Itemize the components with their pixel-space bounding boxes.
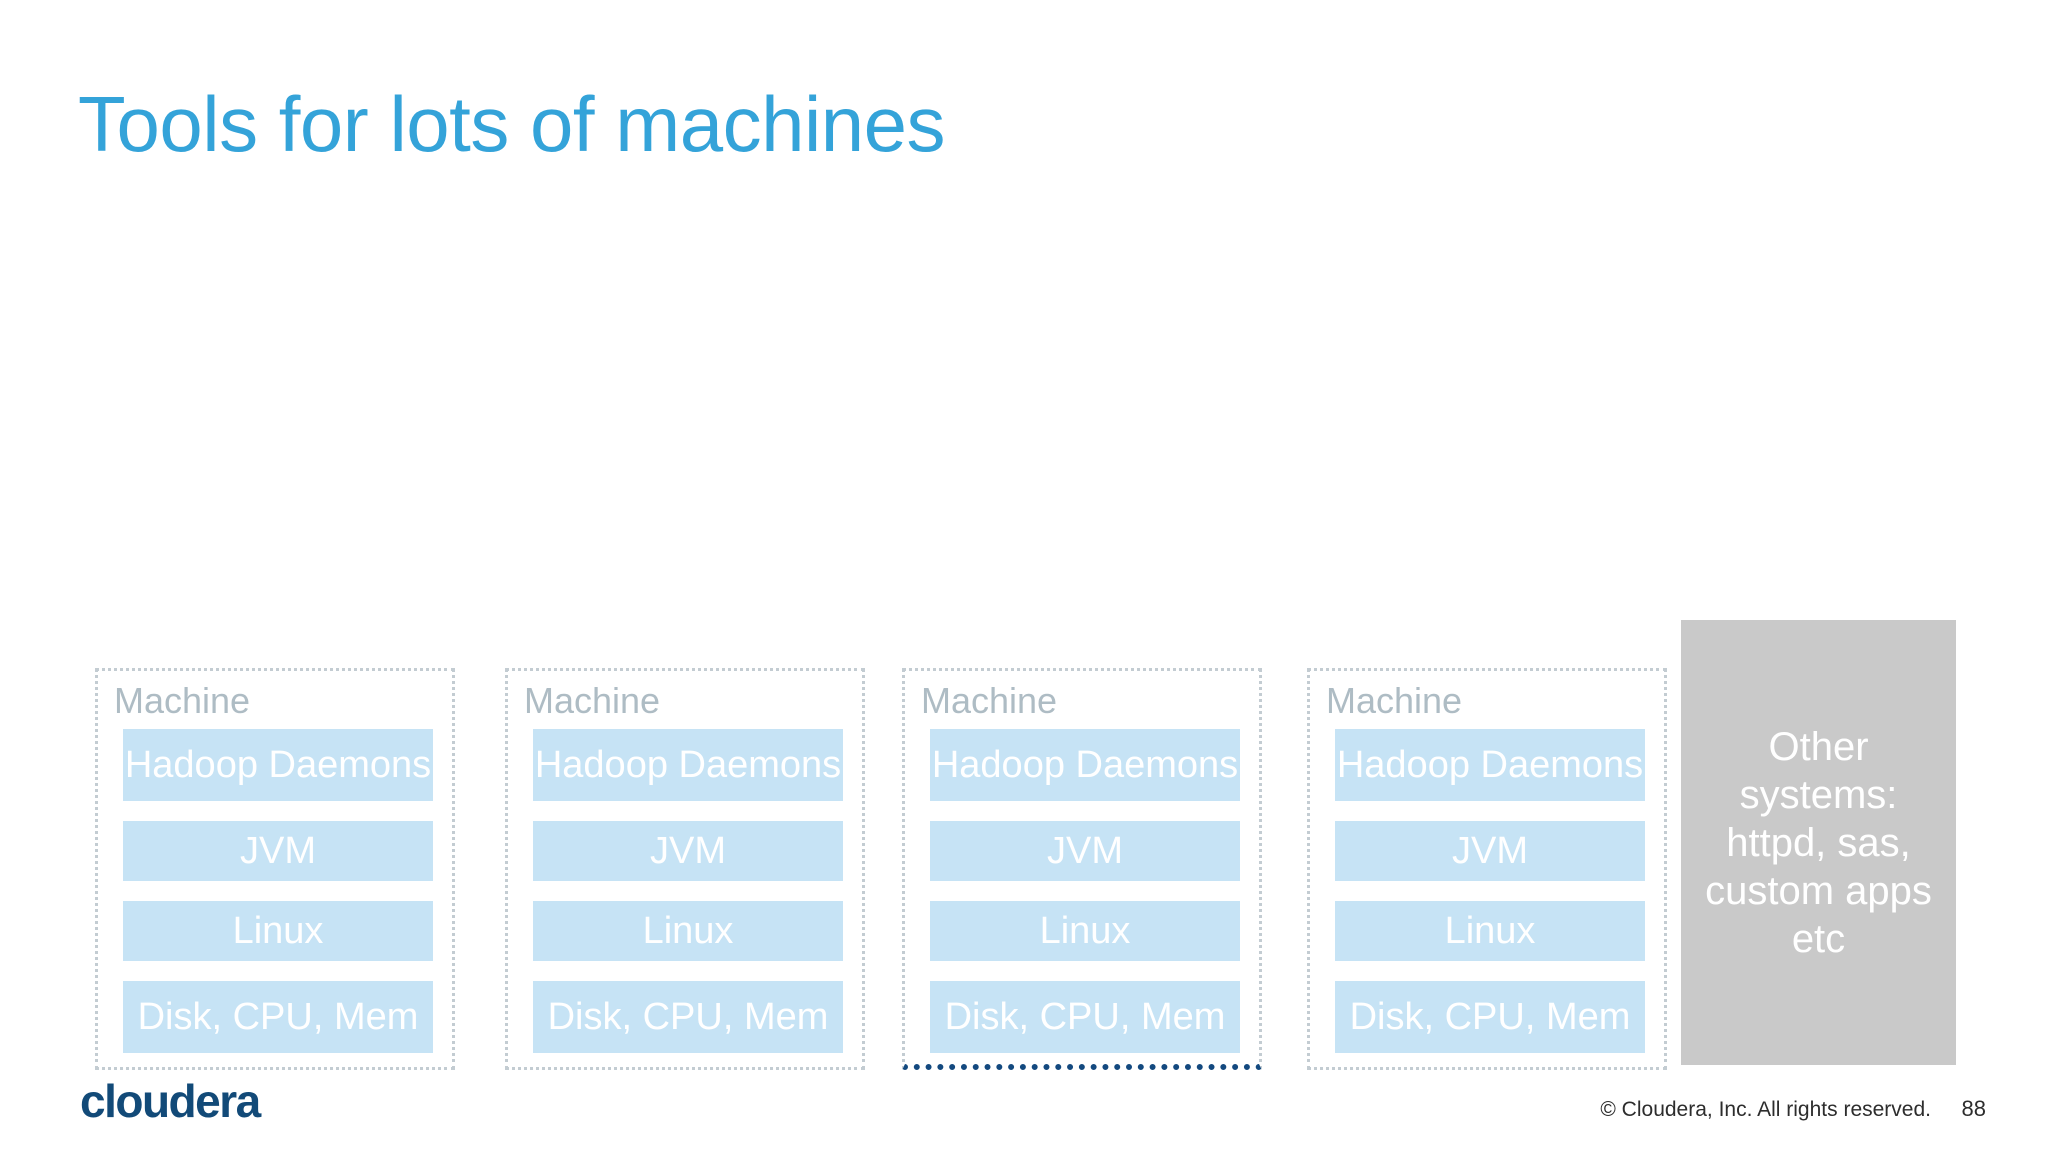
layer-disk-cpu-mem[interactable]: Disk, CPU, Mem <box>123 981 433 1053</box>
layer-disk-cpu-mem[interactable]: Disk, CPU, Mem <box>533 981 843 1053</box>
machine-layer-stack: Hadoop Daemons JVM Linux Disk, CPU, Mem <box>533 729 843 1067</box>
layer-hadoop-daemons[interactable]: Hadoop Daemons <box>533 729 843 801</box>
machine-layer-stack: Hadoop Daemons JVM Linux Disk, CPU, Mem <box>123 729 433 1067</box>
layer-label: Disk, CPU, Mem <box>547 996 829 1038</box>
layer-linux[interactable]: Linux <box>1335 901 1645 961</box>
layer-label: Hadoop Daemons <box>124 744 432 786</box>
machine-layer-stack: Hadoop Daemons JVM Linux Disk, CPU, Mem <box>930 729 1240 1067</box>
layer-label: JVM <box>1047 830 1123 872</box>
layer-hadoop-daemons[interactable]: Hadoop Daemons <box>930 729 1240 801</box>
page-number: 88 <box>1961 1096 1986 1121</box>
machine-box-3[interactable]: Machine Hadoop Daemons JVM Linux Disk, C… <box>902 668 1262 1070</box>
copyright-text: © Cloudera, Inc. All rights reserved. <box>1600 1098 1931 1121</box>
layer-hadoop-daemons[interactable]: Hadoop Daemons <box>1335 729 1645 801</box>
page-title: Tools for lots of machines <box>78 80 946 168</box>
machine-box-4[interactable]: Machine Hadoop Daemons JVM Linux Disk, C… <box>1307 668 1667 1070</box>
layer-hadoop-daemons[interactable]: Hadoop Daemons <box>123 729 433 801</box>
layer-jvm[interactable]: JVM <box>123 821 433 881</box>
machine-label: Machine <box>1326 680 1463 721</box>
layer-label: Hadoop Daemons <box>931 744 1239 786</box>
layer-disk-cpu-mem[interactable]: Disk, CPU, Mem <box>930 981 1240 1053</box>
machine-label: Machine <box>524 680 661 721</box>
machine-box-1[interactable]: Machine Hadoop Daemons JVM Linux Disk, C… <box>95 668 455 1070</box>
cloudera-logo: cloudera <box>80 1075 261 1127</box>
layer-linux[interactable]: Linux <box>930 901 1240 961</box>
layer-jvm[interactable]: JVM <box>533 821 843 881</box>
layer-disk-cpu-mem[interactable]: Disk, CPU, Mem <box>1335 981 1645 1053</box>
layer-jvm[interactable]: JVM <box>930 821 1240 881</box>
machine-box-2[interactable]: Machine Hadoop Daemons JVM Linux Disk, C… <box>505 668 865 1070</box>
layer-linux[interactable]: Linux <box>123 901 433 961</box>
layer-label: Disk, CPU, Mem <box>137 996 419 1038</box>
layer-label: Linux <box>642 910 734 952</box>
layer-label: Hadoop Daemons <box>1336 744 1644 786</box>
other-systems-panel[interactable]: Other systems: httpd, sas, custom apps e… <box>1681 620 1956 1065</box>
layer-label: Disk, CPU, Mem <box>1349 996 1631 1038</box>
machine-label: Machine <box>921 680 1058 721</box>
layer-label: JVM <box>650 830 726 872</box>
layer-label: Disk, CPU, Mem <box>944 996 1226 1038</box>
layer-label: Linux <box>1039 910 1131 952</box>
layer-label: Linux <box>232 910 324 952</box>
machine-layer-stack: Hadoop Daemons JVM Linux Disk, CPU, Mem <box>1335 729 1645 1067</box>
layer-label: JVM <box>240 830 316 872</box>
layer-label: Linux <box>1444 910 1536 952</box>
layer-linux[interactable]: Linux <box>533 901 843 961</box>
layer-label: JVM <box>1452 830 1528 872</box>
layer-label: Hadoop Daemons <box>534 744 842 786</box>
layer-jvm[interactable]: JVM <box>1335 821 1645 881</box>
machine-label: Machine <box>114 680 251 721</box>
